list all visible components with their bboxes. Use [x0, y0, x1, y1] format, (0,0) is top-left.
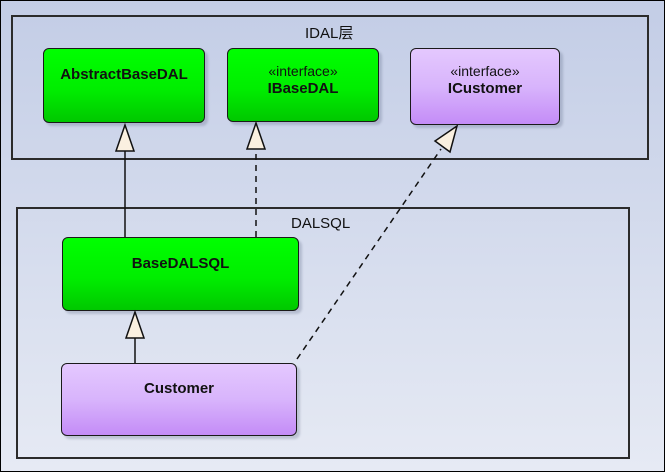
package-idal-label: IDAL层 — [305, 25, 354, 42]
class-customer[interactable]: Customer — [61, 363, 297, 436]
generalization-arrowhead — [114, 122, 136, 152]
generalization-basedalsql-abstractbasedal[interactable] — [114, 122, 136, 237]
class-basedalsql[interactable]: BaseDALSQL — [62, 237, 299, 311]
class-ibasedal[interactable]: «interface» IBaseDAL — [227, 48, 379, 122]
class-name: Customer — [143, 380, 214, 397]
class-stereotype: «interface» — [450, 63, 520, 79]
realization-customer-icustomer[interactable] — [296, 124, 459, 360]
class-name: BaseDALSQL — [131, 255, 230, 272]
realization-arrowhead — [245, 120, 267, 150]
package-dalsql-label: DALSQL — [291, 215, 351, 232]
class-stereotype: «interface» — [268, 63, 338, 79]
class-name: IBaseDAL — [267, 80, 339, 97]
realization-basedalsql-ibasedal[interactable] — [245, 120, 267, 237]
class-abstractbasedal[interactable]: AbstractBaseDAL — [43, 48, 205, 123]
package-dalsql[interactable]: DALSQL — [16, 207, 630, 459]
class-icustomer[interactable]: «interface» ICustomer — [410, 48, 560, 125]
generalization-arrowhead — [124, 309, 146, 339]
generalization-customer-basedalsql[interactable] — [124, 309, 146, 363]
realization-arrowhead — [433, 124, 459, 154]
class-name: ICustomer — [447, 80, 523, 97]
package-idal[interactable]: IDAL层 — [11, 15, 649, 160]
class-name: AbstractBaseDAL — [60, 66, 188, 83]
